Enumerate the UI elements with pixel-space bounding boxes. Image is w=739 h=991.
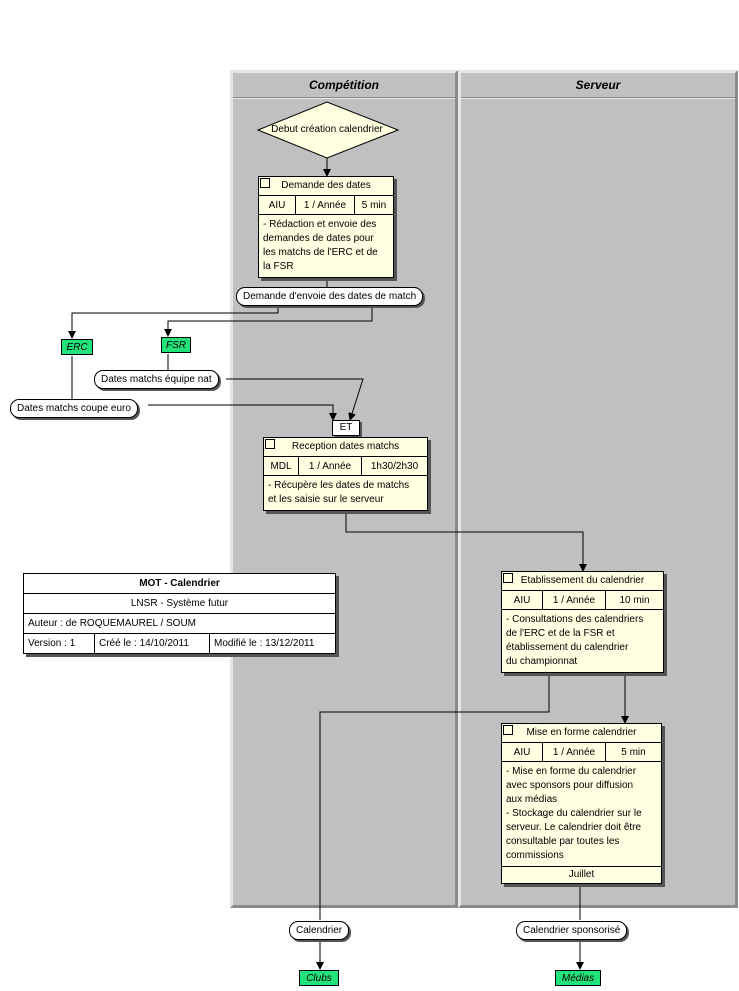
op-frequency: 1 / Année <box>299 457 362 475</box>
actor-medias[interactable]: Médias <box>555 970 601 986</box>
op-title: Reception dates matchs <box>291 441 400 452</box>
start-diamond <box>256 101 400 159</box>
actor-fsr[interactable]: FSR <box>161 337 191 353</box>
info-author: Auteur : de ROQUEMAUREL / SOUM <box>24 614 335 634</box>
op-description: - Mise en forme du calendrier avec spons… <box>506 766 642 861</box>
op-duration: 10 min <box>619 594 650 606</box>
op-frequency: 1 / Année <box>543 591 606 609</box>
start-event-label: Debut création calendrier <box>271 124 383 135</box>
actor-erc[interactable]: ERC <box>61 339 93 355</box>
op-actor: MDL <box>264 457 299 475</box>
op-description: - Rédaction et envoie des demandes de da… <box>263 219 378 272</box>
actor-clubs[interactable]: Clubs <box>299 970 339 986</box>
link-etab-calendrier <box>319 676 550 920</box>
op-demande-des-dates[interactable]: Demande des dates AIU 1 / Année 5 min - … <box>258 176 394 278</box>
sync-et[interactable]: ET <box>332 420 360 436</box>
lane-title-competition: Compétition <box>233 73 455 98</box>
op-title: Etablissement du calendrier <box>520 575 645 586</box>
info-table: MOT - Calendrier LNSR - Système futur Au… <box>23 573 336 654</box>
event-calendrier[interactable]: Calendrier <box>289 921 350 940</box>
op-etablissement-calendrier[interactable]: Etablissement du calendrier AIU 1 / Anné… <box>501 571 664 673</box>
link-reception-etab <box>345 511 587 572</box>
lane-title-serveur: Serveur <box>461 73 735 98</box>
op-reception-dates-matchs[interactable]: Reception dates matchs MDL 1 / Année 1h3… <box>263 437 428 511</box>
info-created: Créé le : 14/10/2011 <box>95 634 210 653</box>
op-description: - Consultations des calendriers de l'ERC… <box>506 614 644 667</box>
event-calendrier-sponsorise[interactable]: Calendrier sponsorisé <box>516 921 628 940</box>
op-duration: 5 min <box>361 199 387 211</box>
op-actor: AIU <box>502 743 543 761</box>
link-event-fsr <box>164 305 373 337</box>
op-duration: 1h30/2h30 <box>370 460 419 472</box>
link-nat-et <box>226 378 364 421</box>
op-description: - Récupère les dates de matchs et les sa… <box>268 480 410 505</box>
info-version: Version : 1 <box>24 634 95 653</box>
op-mise-en-forme-calendrier[interactable]: Mise en forme calendrier AIU 1 / Année 5… <box>501 723 662 884</box>
info-modified: Modifié le : 13/12/2011 <box>214 638 315 649</box>
info-title: MOT - Calendrier <box>24 574 335 594</box>
op-duration: 5 min <box>621 746 646 758</box>
op-actor: AIU <box>259 196 296 214</box>
op-title: Demande des dates <box>281 180 371 191</box>
link-event-erc <box>68 305 279 339</box>
event-dates-equipe-nat[interactable]: Dates matchs équipe nat <box>94 370 219 389</box>
op-frequency: 1 / Année <box>296 196 355 214</box>
op-actor: AIU <box>502 591 543 609</box>
event-dates-coupe-euro[interactable]: Dates matchs coupe euro <box>10 399 138 418</box>
link-euro-et <box>148 404 337 421</box>
op-footer: Juillet <box>502 866 661 883</box>
info-system: LNSR - Système futur <box>24 594 335 614</box>
event-demande-envoie[interactable]: Demande d'envoie des dates de match <box>236 287 424 306</box>
op-title: Mise en forme calendrier <box>526 727 637 738</box>
op-frequency: 1 / Année <box>543 743 606 761</box>
